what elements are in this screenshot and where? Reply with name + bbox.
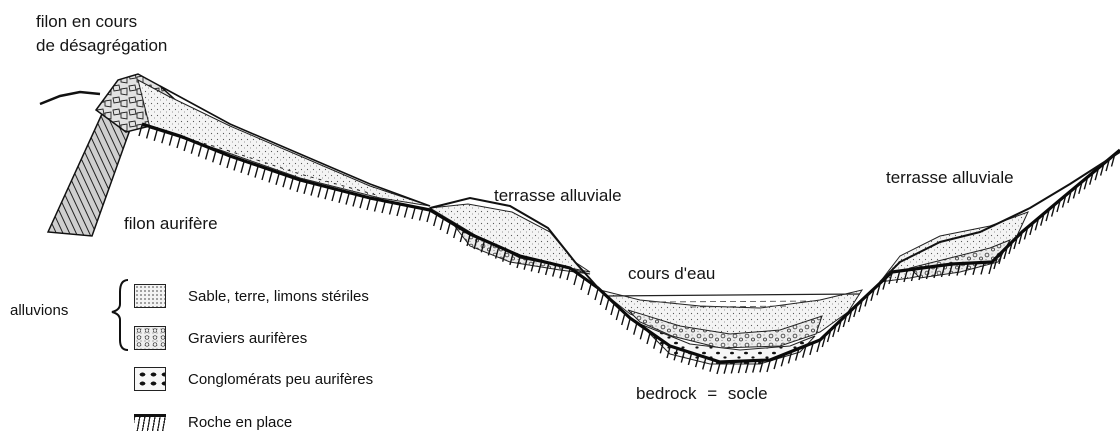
legend-label-rock: Roche en place bbox=[188, 414, 292, 431]
filon-aurifere-label: filon aurifère bbox=[124, 214, 218, 234]
legend-label-sand: Sable, terre, limons stériles bbox=[188, 288, 369, 305]
bedrock-word: bedrock bbox=[636, 384, 696, 403]
legend-group-label: alluvions bbox=[10, 302, 68, 319]
water-surface bbox=[608, 294, 860, 296]
equals-sign: = bbox=[707, 384, 717, 403]
bedrock-label: bedrock = socle bbox=[636, 384, 768, 404]
legend-swatch-sand bbox=[134, 284, 166, 308]
terrasse-right-label: terrasse alluviale bbox=[886, 168, 1014, 188]
legend-swatch-conglomerate bbox=[134, 367, 166, 391]
legend-label-conglomerate: Conglomérats peu aurifères bbox=[188, 371, 373, 388]
terrasse-left-label: terrasse alluviale bbox=[494, 186, 622, 206]
filon-cours-label: filon en cours bbox=[36, 12, 137, 32]
legend-swatch-gravel bbox=[134, 326, 166, 350]
cours-eau-label: cours d'eau bbox=[628, 264, 715, 284]
slope-debris bbox=[138, 80, 430, 206]
desagregation-label: de désagrégation bbox=[36, 36, 167, 56]
legend-label-gravel: Graviers aurifères bbox=[188, 330, 307, 347]
alluvions-brace bbox=[112, 280, 128, 350]
socle-word: socle bbox=[728, 384, 768, 403]
legend-swatch-rock bbox=[134, 414, 166, 434]
